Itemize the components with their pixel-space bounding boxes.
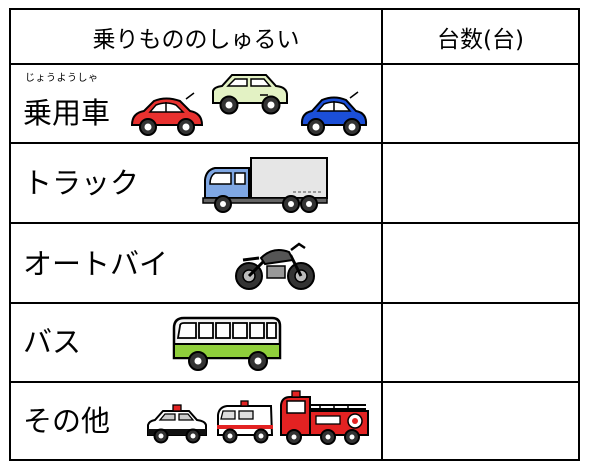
car-blue-icon (300, 91, 368, 136)
count-cell[interactable] (383, 224, 578, 302)
truck-icon (202, 157, 328, 213)
header-count: 台数(台) (437, 26, 524, 53)
car-red-icon (130, 92, 204, 136)
row-label: その他 (23, 404, 111, 438)
table-row-bus: バス (11, 304, 578, 383)
row-label: トラック (23, 166, 140, 200)
row-label: バス (23, 325, 82, 359)
fire-truck-icon (280, 390, 369, 445)
bus-icon (172, 316, 282, 371)
ambulance-icon (217, 400, 274, 444)
header-vehicle-type: 乗りもののしゅるい (92, 26, 300, 53)
vehicle-tally-table: 乗りもののしゅるい 台数(台) じょうようしゃ 乗用車 (9, 8, 580, 461)
row-label: 乗用車 (23, 96, 111, 130)
police-car-icon (147, 404, 207, 444)
table-row-other: その他 (11, 383, 578, 459)
count-cell[interactable] (383, 383, 578, 459)
car-green-icon (212, 74, 288, 115)
furigana-reading: じょうようしゃ (25, 73, 99, 84)
table-header: 乗りもののしゅるい 台数(台) (11, 10, 578, 65)
count-cell[interactable] (383, 304, 578, 381)
table-row-truck: トラック (11, 144, 578, 224)
table-row-passenger-car: じょうようしゃ 乗用車 (11, 65, 578, 144)
count-cell[interactable] (383, 65, 578, 142)
count-cell[interactable] (383, 144, 578, 222)
motorcycle-icon (235, 242, 315, 290)
table-row-motorcycle: オートバイ (11, 224, 578, 304)
column-divider (381, 10, 383, 459)
row-label: オートバイ (23, 247, 169, 281)
